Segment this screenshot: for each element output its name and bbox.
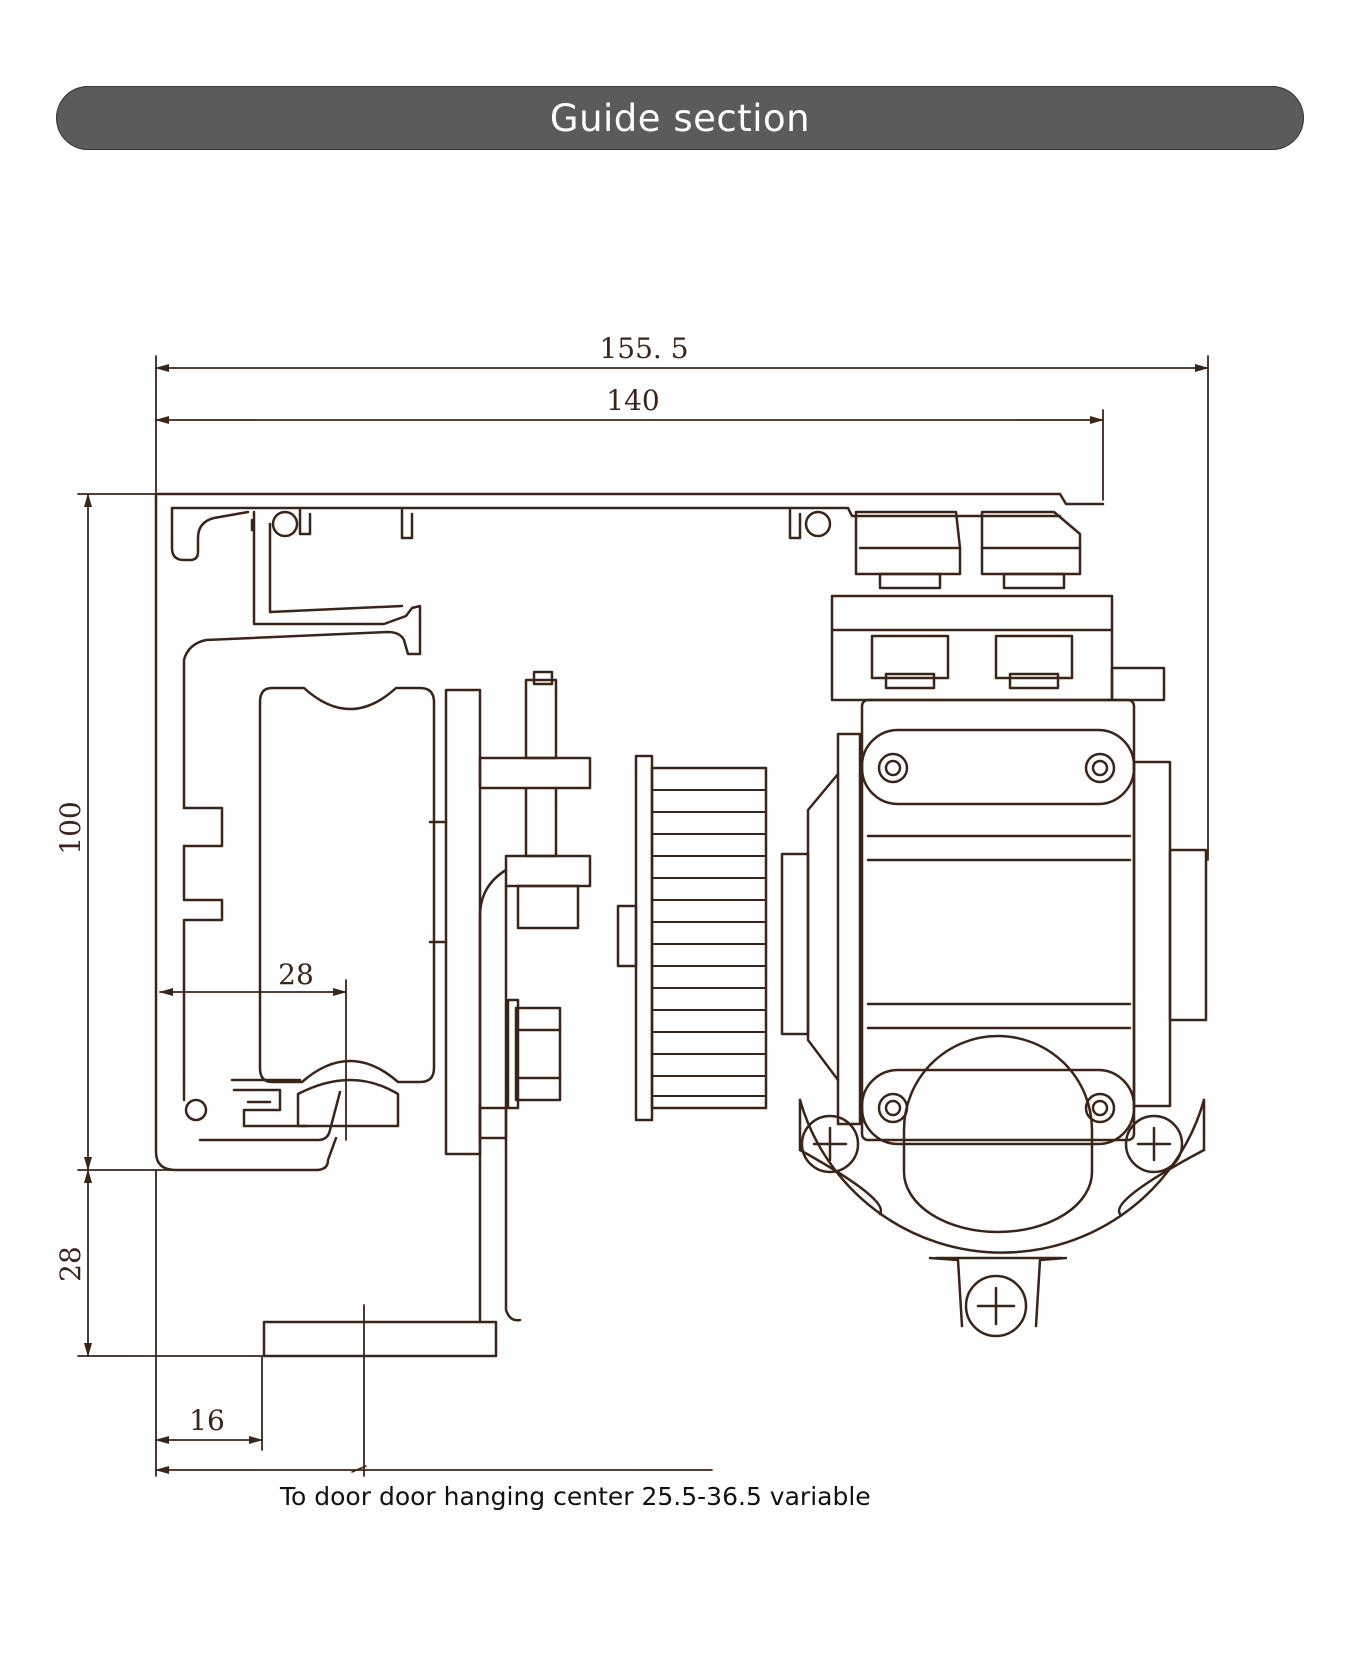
aluminium-track-profile: [154, 492, 1105, 1172]
section-title: Guide section: [549, 96, 811, 140]
dim-label-plate-offset: 16: [189, 1404, 225, 1437]
dimension-lines: [77, 355, 1209, 1477]
dim-label-track-width: 140: [606, 384, 659, 417]
toothed-pulley: [616, 754, 768, 1122]
dim-label-overall-width: 155. 5: [599, 332, 688, 365]
hanger-bracket: [262, 670, 592, 1358]
motor-unit: [780, 698, 1208, 1146]
dim-label-hanger-drop: 28: [54, 1246, 87, 1282]
mounting-clamps: [830, 510, 1166, 702]
dim-label-track-height: 100: [54, 801, 87, 854]
roller-wheel: [232, 686, 436, 1128]
gearbox-housing: [798, 1034, 1206, 1338]
section-title-banner: Guide section: [56, 86, 1304, 150]
hanging-center-note: To door door hanging center 25.5-36.5 va…: [280, 1482, 871, 1511]
dim-label-roller-offset: 28: [278, 958, 314, 991]
dimension-labels: 155. 5 140 100 28 28 16: [54, 332, 689, 1437]
